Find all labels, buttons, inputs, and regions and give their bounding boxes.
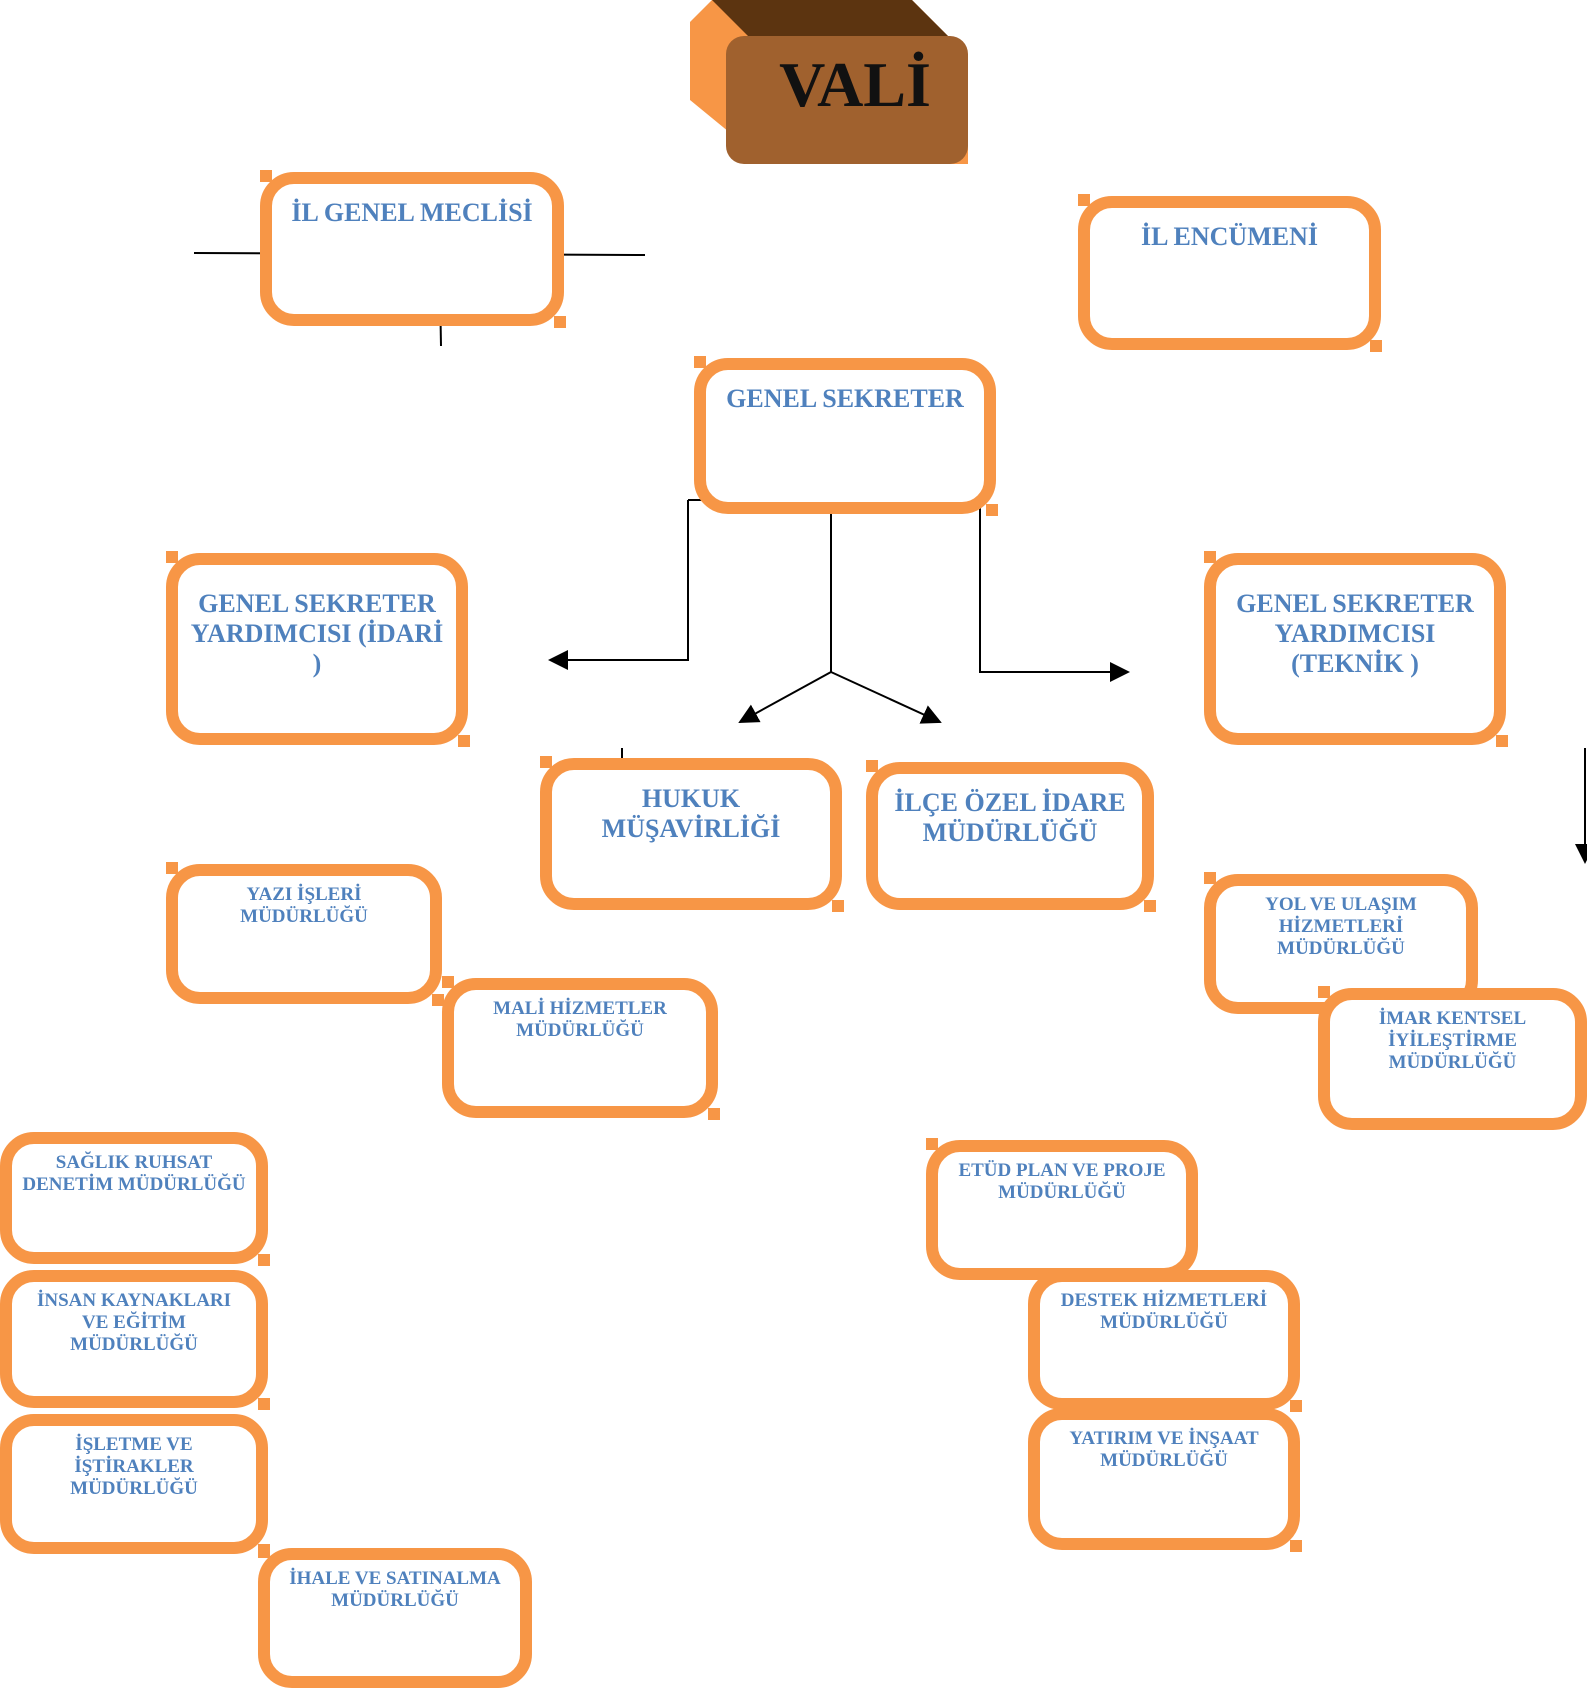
district-label: İLÇE ÖZEL İDARE MÜDÜRLÜĞÜ — [894, 788, 1126, 847]
unit-box[interactable]: DESTEK HİZMETLERİ MÜDÜRLÜĞÜ — [1028, 1270, 1300, 1410]
corner-mark — [258, 1546, 270, 1558]
secretary-box[interactable]: GENEL SEKRETER — [694, 358, 996, 514]
unit-label: YATIRIM VE İNŞAAT MÜDÜRLÜĞÜ — [1069, 1428, 1259, 1471]
corner-mark — [1078, 194, 1090, 206]
unit-box[interactable]: YAZI İŞLERİ MÜDÜRLÜĞÜ — [166, 864, 442, 1004]
corner-mark — [258, 1398, 270, 1410]
corner-mark — [1290, 1540, 1302, 1552]
corner-mark — [1318, 986, 1330, 998]
unit-box[interactable]: ETÜD PLAN VE PROJE MÜDÜRLÜĞÜ — [926, 1140, 1198, 1280]
arrow-to-deputy-tech — [979, 500, 1130, 682]
corner-mark — [1204, 551, 1216, 563]
unit-box[interactable]: YATIRIM VE İNŞAAT MÜDÜRLÜĞÜ — [1028, 1408, 1300, 1550]
unit-box[interactable]: İŞLETME VE İŞTİRAKLER MÜDÜRLÜĞÜ — [0, 1414, 268, 1554]
unit-label: İŞLETME VE İŞTİRAKLER MÜDÜRLÜĞÜ — [70, 1434, 198, 1499]
corner-mark — [926, 1138, 938, 1150]
legal-label: HUKUK MÜŞAVİRLİĞİ — [601, 784, 781, 843]
corner-mark — [832, 900, 844, 912]
corner-mark — [708, 1108, 720, 1120]
unit-label: İMAR KENTSEL İYİLEŞTİRME MÜDÜRLÜĞÜ — [1378, 1008, 1527, 1073]
corner-mark — [1290, 1400, 1302, 1412]
unit-label: DESTEK HİZMETLERİ MÜDÜRLÜĞÜ — [1060, 1290, 1268, 1333]
unit-label: SAĞLIK RUHSAT DENETİM MÜDÜRLÜĞÜ — [22, 1152, 246, 1195]
unit-label: İHALE VE SATINALMA MÜDÜRLÜĞÜ — [289, 1568, 501, 1611]
deputy-tech-label: GENEL SEKRETER YARDIMCISI (TEKNİK ) — [1236, 589, 1474, 678]
corner-mark — [1144, 900, 1156, 912]
vali-label: VALİ — [779, 49, 931, 120]
vali-box — [690, 0, 968, 164]
corner-mark — [442, 976, 454, 988]
arrow-to-legal — [738, 671, 832, 723]
arrow-to-deputy-admin — [548, 500, 689, 670]
committee-label: İL ENCÜMENİ — [1141, 222, 1318, 251]
corner-mark — [258, 1254, 270, 1266]
arrow-to-district — [830, 671, 942, 724]
corner-mark — [432, 994, 444, 1006]
corner-mark — [458, 735, 470, 747]
unit-label: ETÜD PLAN VE PROJE MÜDÜRLÜĞÜ — [958, 1160, 1166, 1203]
unit-box[interactable]: İNSAN KAYNAKLARI VE EĞİTİM MÜDÜRLÜĞÜ — [0, 1270, 268, 1408]
council-label: İL GENEL MECLİSİ — [291, 198, 533, 227]
unit-box[interactable]: İMAR KENTSEL İYİLEŞTİRME MÜDÜRLÜĞÜ — [1318, 988, 1587, 1130]
committee-box[interactable]: İL ENCÜMENİ — [1078, 196, 1381, 350]
corner-mark — [1496, 735, 1508, 747]
corner-mark — [540, 756, 552, 768]
district-box[interactable]: İLÇE ÖZEL İDARE MÜDÜRLÜĞÜ — [866, 762, 1154, 910]
unit-label: İNSAN KAYNAKLARI VE EĞİTİM MÜDÜRLÜĞÜ — [36, 1290, 232, 1355]
corner-mark — [866, 760, 878, 772]
deputy-admin-label: GENEL SEKRETER YARDIMCISI (İDARİ ) — [190, 589, 444, 678]
unit-box[interactable]: İHALE VE SATINALMA MÜDÜRLÜĞÜ — [258, 1548, 532, 1688]
corner-mark — [694, 356, 706, 368]
unit-box[interactable]: SAĞLIK RUHSAT DENETİM MÜDÜRLÜĞÜ — [0, 1132, 268, 1264]
unit-box[interactable]: MALİ HİZMETLER MÜDÜRLÜĞÜ — [442, 978, 718, 1118]
corner-mark — [1370, 340, 1382, 352]
corner-mark — [1204, 872, 1216, 884]
deputy-tech-box[interactable]: GENEL SEKRETER YARDIMCISI (TEKNİK ) — [1204, 553, 1506, 745]
corner-mark — [986, 504, 998, 516]
deputy-admin-box[interactable]: GENEL SEKRETER YARDIMCISI (İDARİ ) — [166, 553, 468, 745]
corner-mark — [166, 551, 178, 563]
corner-mark — [554, 316, 566, 328]
council-box[interactable]: İL GENEL MECLİSİ — [260, 172, 564, 326]
corner-mark — [260, 170, 272, 182]
legal-box[interactable]: HUKUK MÜŞAVİRLİĞİ — [540, 758, 842, 910]
secretary-label: GENEL SEKRETER — [726, 384, 964, 413]
corner-mark — [166, 862, 178, 874]
unit-label: YOL VE ULAŞIM HİZMETLERİ MÜDÜRLÜĞÜ — [1265, 894, 1417, 959]
unit-label: MALİ HİZMETLER MÜDÜRLÜĞÜ — [493, 998, 667, 1041]
unit-label: YAZI İŞLERİ MÜDÜRLÜĞÜ — [240, 884, 368, 927]
